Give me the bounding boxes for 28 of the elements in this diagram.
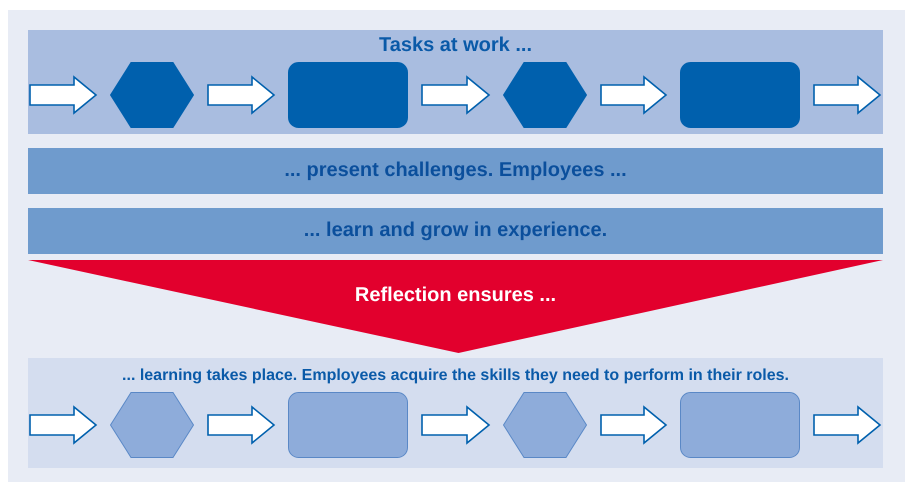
block-arrow [600,75,668,115]
rounded-box [288,62,408,128]
band-text: Tasks at work ... [378,34,534,57]
band-text: ... learning takes place. Employees acquire the skills they need to perform in their roles. [121,367,790,385]
outcome-band [28,358,883,468]
block-arrow [813,405,882,445]
reflection-funnel [28,260,883,353]
rounded-box [680,392,800,458]
band-text: ... learn and grow in experience. [302,219,608,242]
block-arrow [600,405,668,445]
block-arrow [29,405,98,445]
block-arrow [421,405,490,445]
challenge-band [28,148,883,194]
hexagon-shape [110,62,194,128]
task-band [28,30,883,134]
block-arrow [421,75,490,115]
rounded-box [680,62,800,128]
block-arrow [207,75,276,115]
block-arrow [207,405,276,445]
block-arrow [813,75,882,115]
band-text: ... present challenges. Employees ... [283,159,628,182]
block-arrow [29,75,98,115]
hexagon-shape [503,392,587,458]
band-text: Reflection ensures ... [354,284,558,307]
hexagon-shape [503,62,587,128]
learning-band [28,208,883,254]
hexagon-shape [110,392,194,458]
rounded-box [288,392,408,458]
